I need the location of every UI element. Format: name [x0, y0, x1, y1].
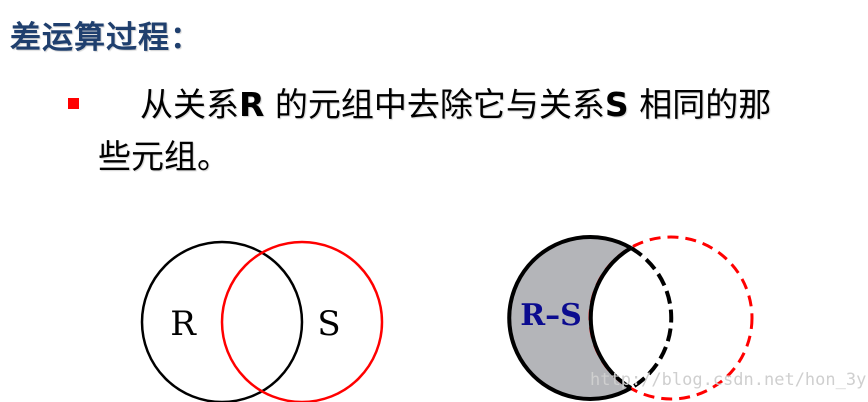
circle-s — [220, 240, 384, 402]
page-title: 差运算过程： — [10, 20, 202, 56]
text-part: 从关系 — [140, 85, 239, 124]
inner-arc-solid — [588, 246, 633, 390]
relation-s-label: S — [604, 85, 629, 124]
bullet-text-line-2: 些元组。 — [98, 137, 230, 176]
difference-label: R–S — [520, 298, 582, 333]
label-r: R — [170, 304, 197, 344]
circle-r-outer-arc — [507, 235, 633, 401]
text-part: 的元组中去除它与关系 — [264, 85, 605, 124]
relation-r-label: R — [239, 85, 265, 124]
circle-r-dashed-arc — [629, 246, 674, 390]
label-s: S — [317, 304, 340, 344]
bullet-marker-icon — [68, 98, 79, 109]
venn-right: R–S — [507, 235, 754, 401]
text-part: 相同的那 — [628, 85, 772, 124]
watermark: http://blog.csdn.net/hon_3y — [590, 370, 867, 390]
venn-left: R S — [140, 240, 384, 402]
circle-r — [140, 240, 304, 402]
bullet-text-line-1: 从关系R 的元组中去除它与关系S 相同的那 — [140, 78, 771, 126]
